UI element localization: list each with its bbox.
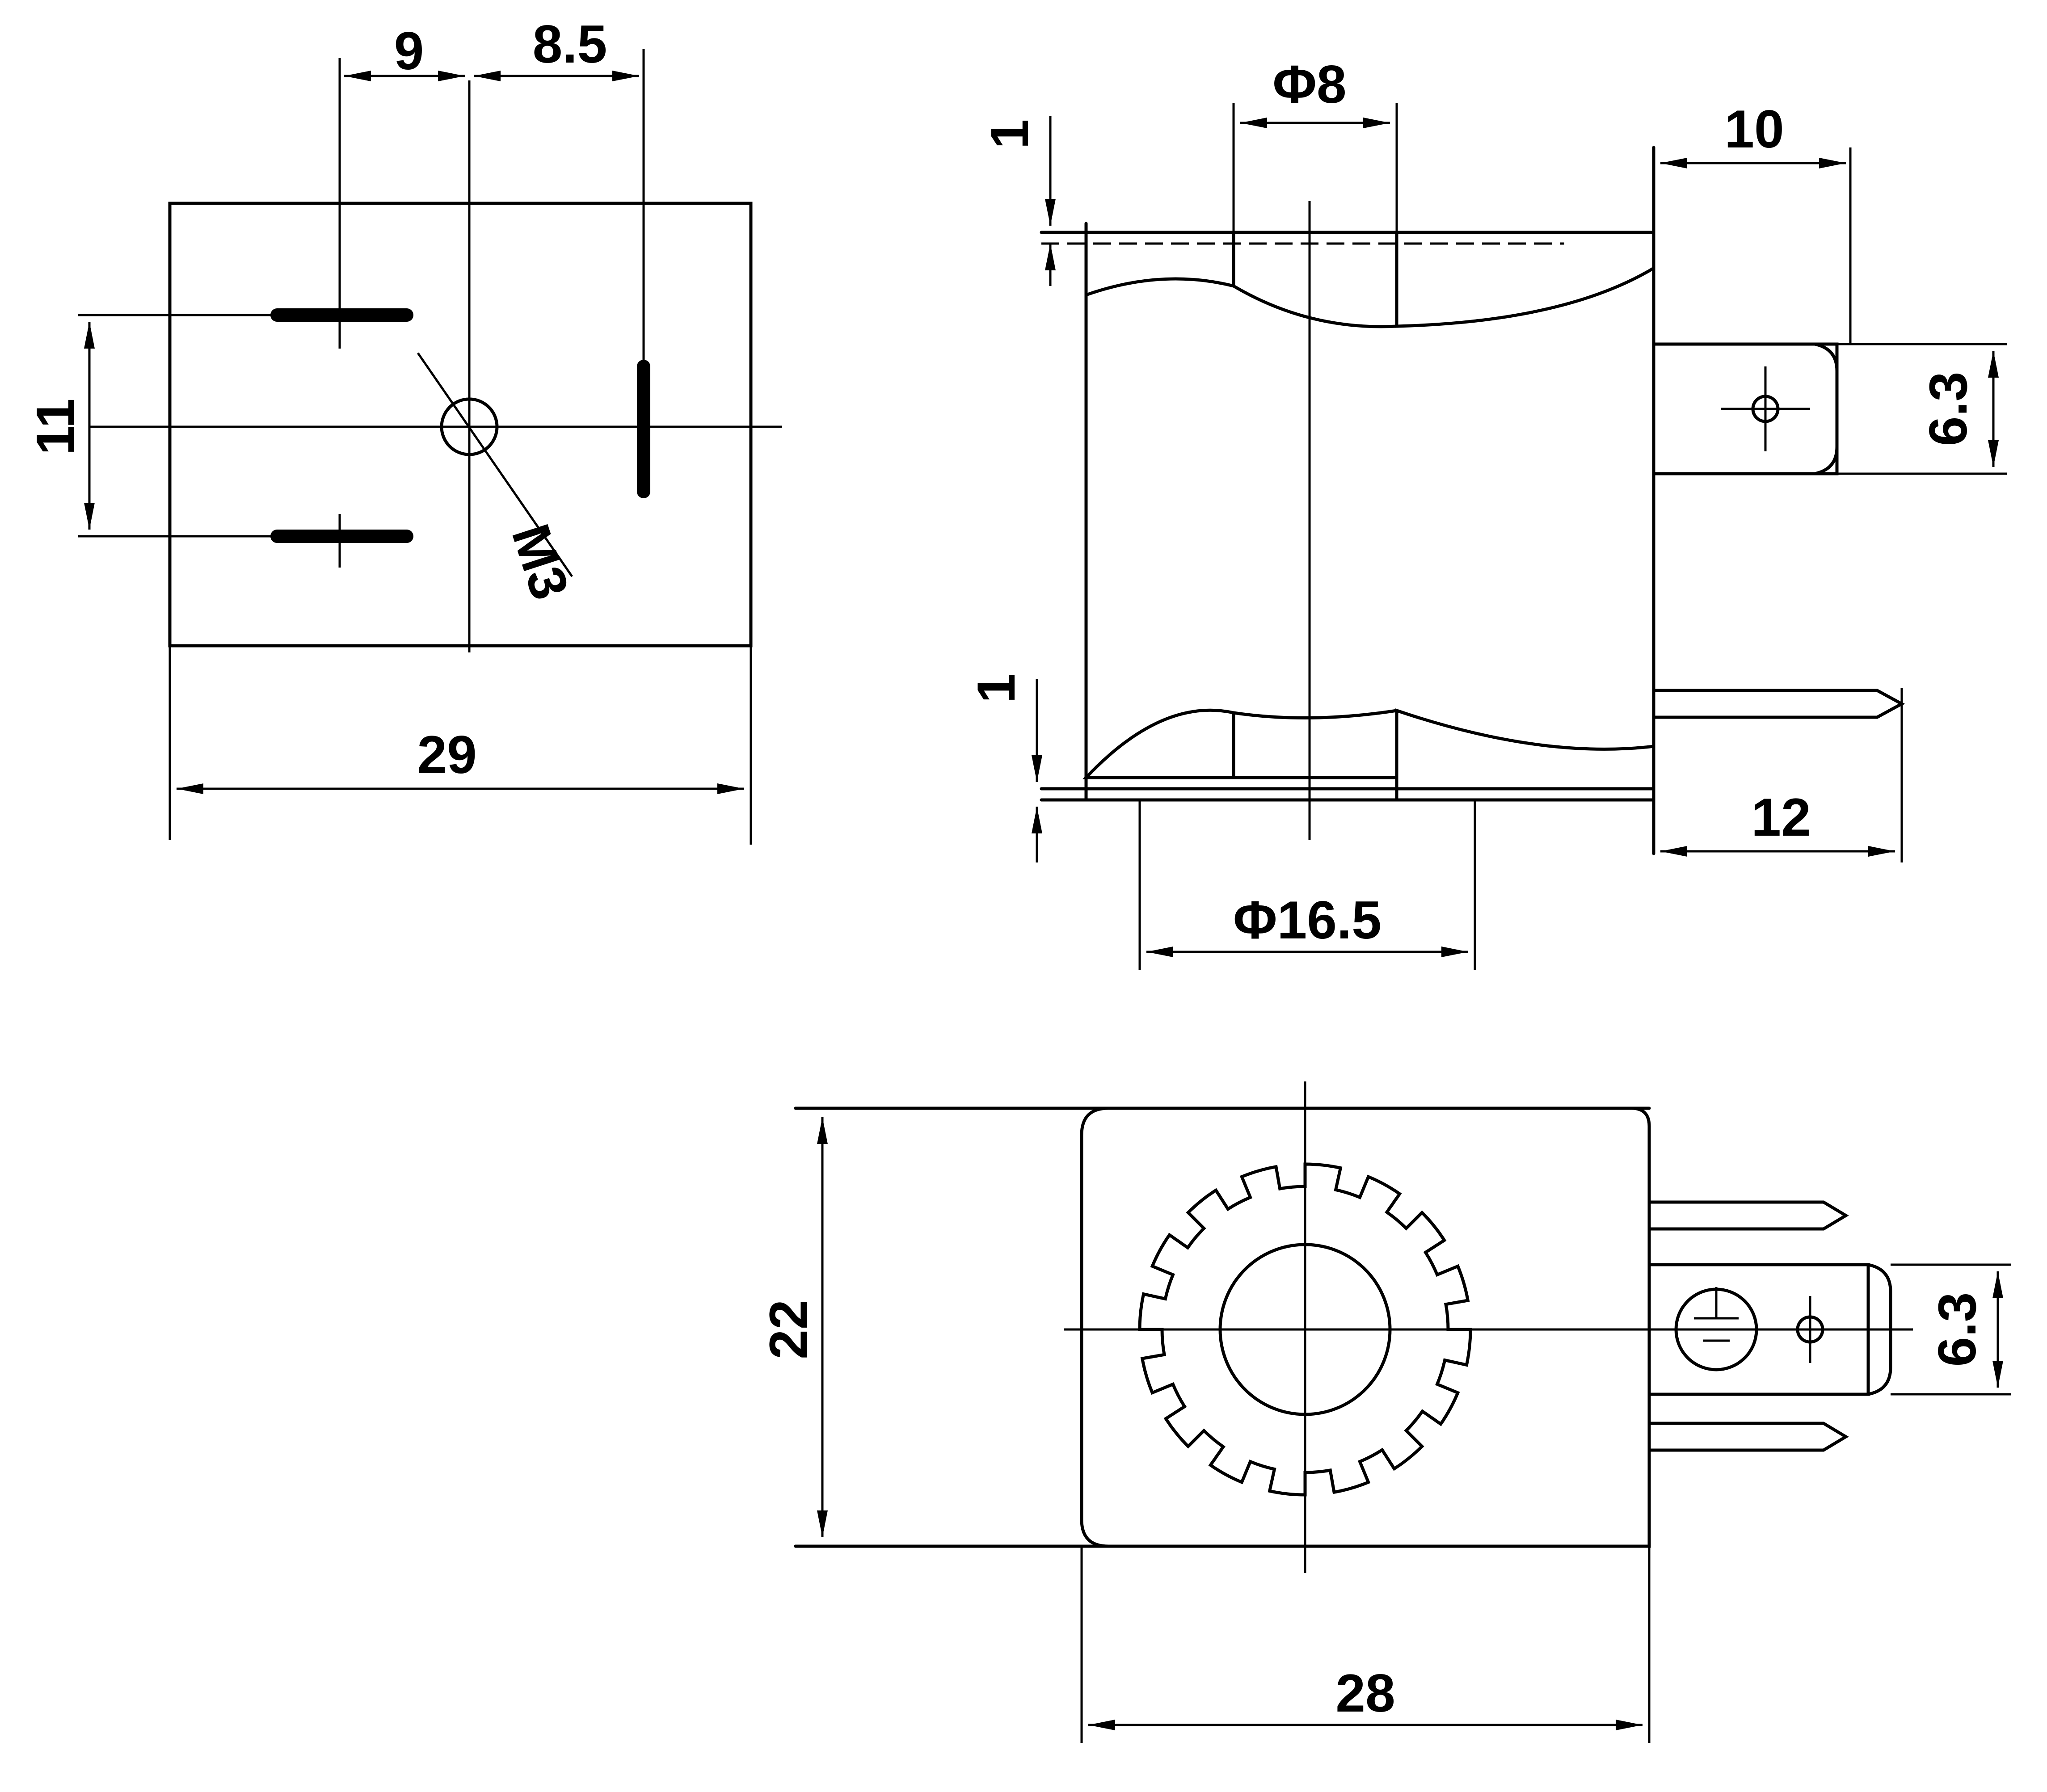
pin-hole xyxy=(1751,395,1780,423)
screw-hole xyxy=(440,397,499,456)
dim-phi16-5: Φ16.5 xyxy=(1233,890,1382,950)
gear-notched-ring xyxy=(1138,1162,1472,1497)
dim-flange-bottom: 1 xyxy=(966,673,1026,703)
dim-11: 11 xyxy=(25,399,85,455)
dim-flange-top: 1 xyxy=(980,119,1040,149)
core-hole xyxy=(1218,1243,1392,1416)
dim-6-3-top: 6.3 xyxy=(1918,372,1978,446)
dim-10: 10 xyxy=(1724,99,1784,159)
thread-leader xyxy=(417,352,573,577)
top-flange-right xyxy=(1395,231,1655,328)
coil-body-outline xyxy=(1080,1106,1651,1548)
top-flange-left xyxy=(1084,231,1235,297)
dim-8-5: 8.5 xyxy=(533,14,607,74)
bottom-flange-right xyxy=(1395,708,1655,802)
dim-12: 12 xyxy=(1751,787,1811,847)
dim-28: 28 xyxy=(1335,1663,1395,1723)
section-view: Φ8 10 1 1 6.3 12 Φ16.5 xyxy=(966,55,2007,970)
bottom-pin-top xyxy=(1647,1200,1849,1231)
top-core-gap xyxy=(1232,231,1398,328)
bottom-view: 22 28 6.3 xyxy=(758,1081,2011,1743)
lower-pin xyxy=(1652,689,1905,719)
dim-phi8: Φ8 xyxy=(1272,55,1346,114)
dim-9: 9 xyxy=(394,21,424,81)
dim-29: 29 xyxy=(417,725,476,785)
bottom-earth-pin xyxy=(1647,1263,1870,1396)
top-left-view: 9 8.5 29 11 M3 xyxy=(25,14,782,845)
thread-m3: M3 xyxy=(501,517,581,606)
dim-22: 22 xyxy=(758,1300,818,1359)
coil-face-outline xyxy=(168,202,753,648)
dim-6-3-bottom: 6.3 xyxy=(1927,1292,1987,1367)
bottom-flange-left xyxy=(1082,708,1235,779)
gear-outline xyxy=(1138,1162,1472,1497)
bottom-pin-bottom xyxy=(1647,1422,1849,1452)
